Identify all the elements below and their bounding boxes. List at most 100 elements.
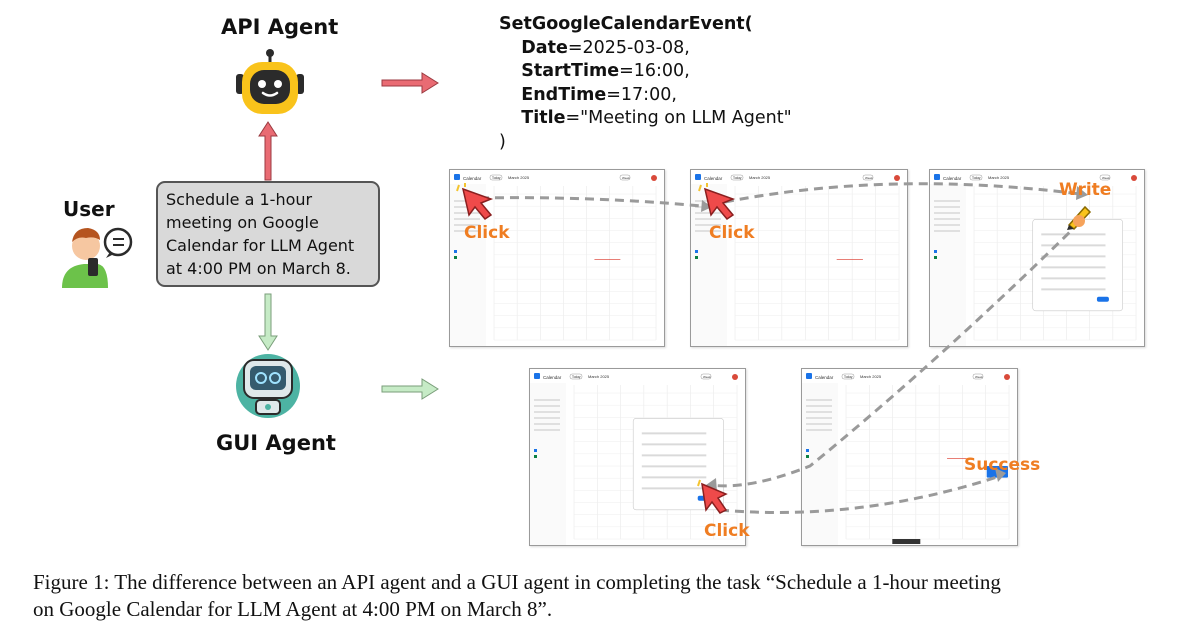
view-selector — [700, 373, 712, 380]
mini-calendar-row — [534, 429, 560, 431]
calendar-checkbox — [806, 449, 809, 452]
step-click-label-1: Click — [464, 223, 510, 243]
view-selector-label: Week — [975, 375, 983, 379]
mini-calendar-row — [695, 230, 721, 232]
mini-calendar-row — [806, 417, 832, 419]
arrow-right-icon — [381, 378, 439, 400]
arrow-up-icon — [258, 121, 278, 181]
mini-calendar-row — [454, 224, 480, 226]
calendar-header — [530, 369, 745, 383]
mini-calendar-row — [934, 206, 960, 208]
today-button — [569, 373, 583, 380]
flow-dashed-arrows — [479, 182, 1088, 514]
calendar-logo-icon — [695, 174, 701, 180]
avatar-icon — [732, 374, 738, 380]
view-selector-label: Week — [865, 176, 873, 180]
today-button — [841, 373, 855, 380]
calendar-header — [450, 170, 664, 184]
mini-calendar-row — [806, 399, 832, 401]
view-selector — [862, 174, 874, 181]
avatar-icon — [651, 175, 657, 181]
mini-calendar-row — [806, 429, 832, 431]
step-write-label: Write — [1059, 180, 1112, 200]
api-call-code: SetGoogleCalendarEvent( Date=2025-03-08,… — [499, 13, 792, 154]
avatar-icon — [1004, 374, 1010, 380]
calendar-app-name: Calendar — [463, 176, 482, 181]
task-line: meeting on Google — [166, 213, 319, 232]
calendar-sidebar — [802, 383, 838, 545]
calendar-app-name: Calendar — [704, 176, 723, 181]
mini-calendar-row — [534, 405, 560, 407]
current-month: March 2025 — [508, 175, 530, 180]
figure-caption: Figure 1: The difference between an API … — [33, 569, 1183, 623]
calendar-sidebar — [930, 184, 966, 346]
calendar-logo-icon — [454, 174, 460, 180]
param-name: StartTime — [521, 61, 620, 81]
calendar-checkbox — [534, 449, 537, 452]
click-cursor-icon — [697, 479, 728, 514]
robot-monitor-icon — [236, 354, 300, 418]
caption-line-2: on Google Calendar for LLM Agent at 4:00… — [33, 597, 553, 621]
param-value: ="Meeting on LLM Agent" — [565, 108, 792, 128]
mini-calendar-row — [806, 423, 832, 425]
current-month: March 2025 — [749, 175, 771, 180]
mini-calendar-row — [695, 218, 721, 220]
user-title: User — [63, 197, 115, 221]
avatar-icon — [1131, 175, 1137, 181]
avatar-icon — [894, 175, 900, 181]
mini-calendar-row — [454, 230, 480, 232]
calendar-logo-icon — [806, 373, 812, 379]
event-dialog — [632, 417, 724, 511]
current-month: March 2025 — [988, 175, 1010, 180]
view-selector — [1099, 174, 1111, 181]
calendar-checkbox — [695, 250, 698, 253]
step-click-label-3: Click — [704, 521, 750, 541]
event-dialog-row — [641, 432, 707, 435]
param-name: Title — [521, 108, 566, 128]
event-dialog-row — [1041, 255, 1106, 258]
api-close-paren: ) — [499, 131, 506, 152]
event-dialog-row — [641, 476, 707, 479]
mini-calendar-row — [695, 224, 721, 226]
api-function-name: SetGoogleCalendarEvent( — [499, 14, 753, 34]
gui-agent-title: GUI Agent — [216, 431, 336, 455]
mini-calendar-row — [534, 417, 560, 419]
today-button — [730, 174, 744, 181]
calendar-checkbox — [806, 455, 809, 458]
today-button-label: Today — [572, 375, 581, 379]
caption-line-1: Figure 1: The difference between an API … — [33, 570, 1001, 594]
event-dialog-row — [1041, 266, 1106, 269]
mini-calendar-row — [934, 230, 960, 232]
param-name: EndTime — [521, 84, 607, 105]
current-month: March 2025 — [860, 374, 882, 379]
mini-calendar-row — [806, 405, 832, 407]
today-button — [969, 174, 983, 181]
pencil-hand-icon — [1067, 205, 1092, 231]
task-line: at 4:00 PM on March 8. — [166, 259, 351, 278]
mini-calendar-row — [534, 399, 560, 401]
event-dialog-row — [1041, 277, 1106, 280]
calendar-checkbox — [695, 256, 698, 259]
today-button-label: Today — [492, 176, 501, 180]
view-selector-label: Week — [622, 176, 630, 180]
view-selector-label: Week — [703, 375, 711, 379]
today-button-label: Today — [733, 176, 742, 180]
calendar-checkbox — [454, 250, 457, 253]
calendar-checkbox — [454, 256, 457, 259]
today-button-label: Today — [972, 176, 981, 180]
click-cursor-icon — [456, 183, 494, 220]
mini-calendar-row — [534, 411, 560, 413]
calendar-checkbox — [934, 256, 937, 259]
save-button — [1096, 296, 1109, 302]
user-phone-icon — [62, 227, 133, 288]
snackbar — [892, 539, 921, 544]
current-month: March 2025 — [588, 374, 610, 379]
calendar-header — [802, 369, 1017, 383]
task-line: Calendar for LLM Agent — [166, 236, 355, 255]
arrow-down-icon — [258, 293, 278, 351]
view-selector — [619, 174, 631, 181]
